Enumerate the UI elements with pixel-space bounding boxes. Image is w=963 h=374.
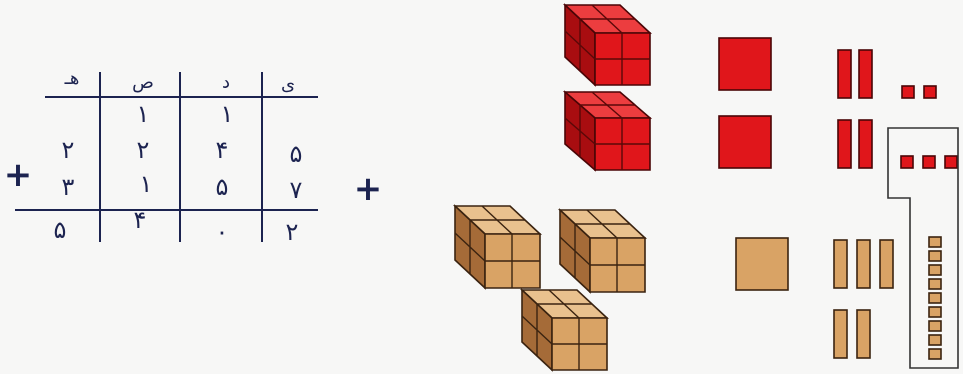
tan-one-unit: [928, 236, 942, 248]
header-tens: د: [222, 72, 230, 93]
tan-ten-rod: [879, 239, 894, 289]
tan-thousand-cube: [519, 288, 610, 372]
blocks-plus-sign: +: [354, 169, 383, 209]
row2-ones: ۷: [290, 176, 303, 204]
red-one-unit: [900, 155, 914, 169]
tan-hundred-flat: [735, 237, 789, 291]
tan-one-unit: [928, 278, 942, 290]
tan-ones-stack: [928, 236, 942, 360]
row2-hundreds: ۱: [140, 170, 153, 198]
row1-ones: ۵: [290, 140, 303, 168]
red-one-unit: [944, 155, 958, 169]
result-thousands: ۵: [54, 216, 67, 244]
carry-hundreds: ۱: [137, 100, 150, 128]
table-plus-sign: +: [4, 155, 33, 195]
row1-tens: ۴: [216, 136, 229, 164]
red-one-unit: [922, 155, 936, 169]
red-ten-rod: [858, 119, 873, 169]
tan-ten-rod: [833, 309, 848, 359]
tan-one-unit: [928, 250, 942, 262]
red-thousand-cube: [562, 90, 653, 172]
tan-one-unit: [928, 334, 942, 346]
result-hundreds: ۴: [134, 206, 147, 234]
header-ones: ی: [281, 74, 295, 95]
tan-one-unit: [928, 306, 942, 318]
tan-thousand-cube: [452, 204, 543, 290]
row1-hundreds: ۲: [137, 136, 150, 164]
tan-one-unit: [928, 264, 942, 276]
tan-ten-rod: [856, 239, 871, 289]
row1-thousands: ۲: [62, 136, 75, 164]
place-value-table: ی د ص هـ ۱ ۱ ۵ ۴ ۲ ۲ ۷ ۵ ۱ ۳ + ۲ ۰ ۴ ۵: [4, 68, 318, 246]
row2-thousands: ۳: [62, 173, 75, 201]
result-tens: ۰: [216, 218, 229, 246]
carry-tens: ۱: [221, 100, 234, 128]
red-one-unit: [901, 85, 915, 99]
red-hundred-flat: [718, 37, 772, 91]
red-ten-rod: [858, 49, 873, 99]
header-hundreds: ص: [132, 72, 154, 93]
row2-tens: ۵: [216, 173, 229, 201]
tan-one-unit: [928, 348, 942, 360]
header-thousands: هـ: [64, 68, 80, 89]
tan-ten-rod: [856, 309, 871, 359]
result-ones: ۲: [286, 218, 299, 246]
red-ten-rod: [837, 49, 852, 99]
red-one-unit: [923, 85, 937, 99]
tan-ten-rod: [833, 239, 848, 289]
red-hundred-flat: [718, 115, 772, 169]
red-thousand-cube: [562, 3, 653, 87]
tan-one-unit: [928, 292, 942, 304]
tan-one-unit: [928, 320, 942, 332]
tan-thousand-cube: [557, 208, 648, 294]
ten-ones-grouping-outline: [887, 127, 959, 369]
red-ten-rod: [837, 119, 852, 169]
